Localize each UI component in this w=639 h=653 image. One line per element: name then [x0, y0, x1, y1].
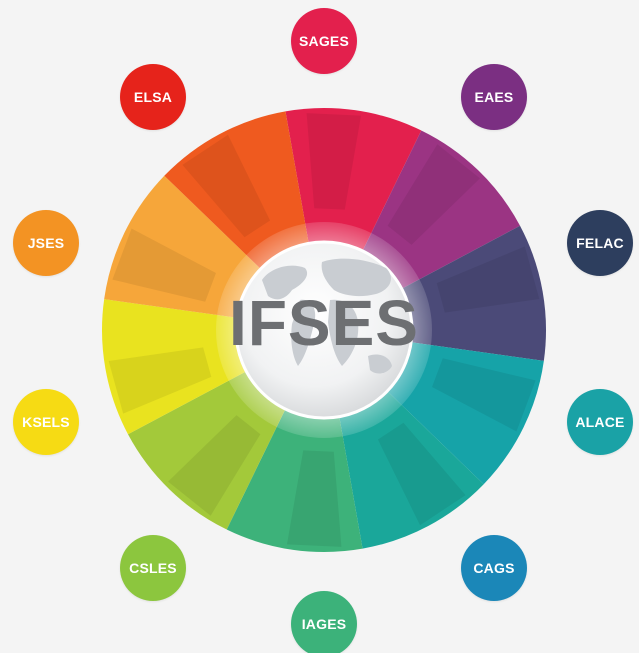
wheel-tooth [387, 144, 480, 245]
org-node-felac[interactable]: FELAC [567, 210, 633, 276]
wheel-tooth [168, 415, 261, 516]
org-node-ksels[interactable]: KSELS [13, 389, 79, 455]
wheel-tooth [112, 228, 216, 302]
center-title: IFSES [229, 287, 419, 359]
org-node-iages[interactable]: IAGES [291, 591, 357, 653]
world-map-icon [262, 258, 392, 374]
wheel-tooth [436, 246, 540, 313]
org-node-csles[interactable]: CSLES [120, 535, 186, 601]
wheel-tooth [108, 347, 212, 414]
org-node-cags[interactable]: CAGS [461, 535, 527, 601]
org-node-alace[interactable]: ALACE [567, 389, 633, 455]
org-node-jses[interactable]: JSES [13, 210, 79, 276]
wheel-tooth [182, 134, 271, 238]
org-node-eaes[interactable]: EAES [461, 64, 527, 130]
wheel-notches [108, 113, 540, 547]
wheel-tooth [306, 113, 362, 210]
org-node-sages[interactable]: SAGES [291, 8, 357, 74]
wheel-tooth [432, 358, 536, 432]
org-node-elsa[interactable]: ELSA [120, 64, 186, 130]
wheel-tooth [286, 450, 342, 547]
wheel-tooth [377, 422, 466, 526]
